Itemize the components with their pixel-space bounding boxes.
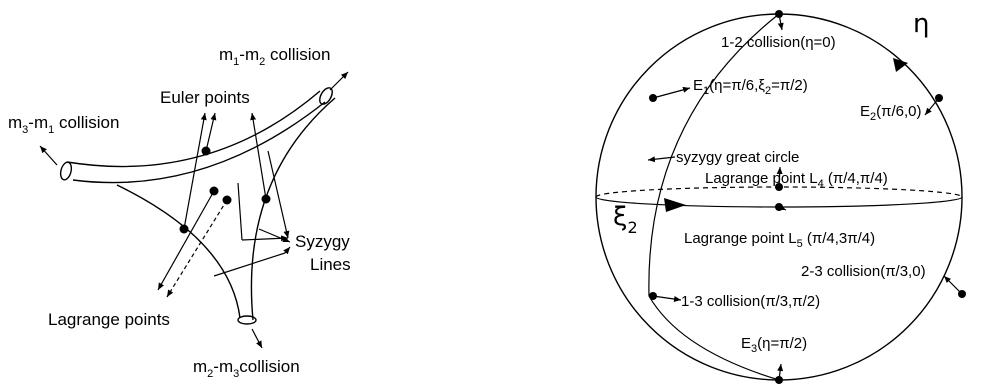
arrow-collision-12 (777, 13, 784, 31)
euler-points-label: Euler points (160, 88, 250, 107)
label-e2: E2(π/6,0) (860, 103, 922, 123)
arrow-collision-13 (652, 295, 682, 302)
coordinate-sphere-diagram: η ξ2 1-2 collision(η=0) E1(η=π/6,ξ2=π/2)… (595, 9, 966, 384)
arrow-e2 (924, 97, 940, 116)
m3m1-collision-label: m3-m1 collision (8, 113, 119, 136)
label-e3: E3(η=π/2) (741, 335, 807, 355)
arrow-l4 (776, 166, 783, 188)
arrow-e1 (652, 86, 691, 99)
syzygy-label-line1: Syzygy (295, 232, 350, 251)
label-syzygy-great-circle: syzygy great circle (676, 149, 799, 166)
syzygy-arrow-3 (283, 246, 291, 255)
m1m2-arrow (329, 71, 349, 91)
lagrange-arrow-dashed (166, 199, 228, 298)
euler-arrow-1 (205, 112, 217, 152)
tube-edge-lower (72, 101, 326, 184)
tube-edge-upper (66, 90, 321, 168)
label-l5: Lagrange point L5 (π/4,3π/4) (684, 230, 875, 250)
sphere-outline (595, 13, 963, 381)
tube-edge-left-lower (116, 184, 241, 319)
label-collision-23: 2-3 collision(π/3,0) (801, 263, 926, 280)
arrow-l5 (778, 204, 787, 211)
syzygy-line-1 (237, 182, 243, 241)
lagrange-arrow-solid (157, 190, 215, 291)
arrow-e3 (777, 363, 784, 381)
euler-arrow-3 (250, 112, 267, 200)
m2m3-arrow (251, 328, 263, 349)
syzygy-line-2 (213, 252, 286, 277)
syzygy-arrow-4 (258, 228, 291, 243)
m1m2-collision-label: m1-m2 collision (219, 45, 330, 68)
tube-edge-right (250, 97, 336, 321)
arrow-syzygy-circle (647, 156, 676, 163)
label-collision-13: 1-3 collision(π/3,π/2) (681, 293, 820, 310)
syzygy-arrow-1 (267, 150, 290, 239)
m2m3-collision-label: m2-m3collision (193, 357, 300, 380)
syzygy-label-line2: Lines (310, 255, 351, 274)
m1m2-tube-end (319, 87, 333, 105)
shape-sphere-diagram: m1-m2 collision m3-m1 collision m2-m3col… (8, 45, 351, 380)
m3m1-arrow (39, 145, 58, 166)
lagrange-points-label: Lagrange points (48, 310, 170, 329)
arrow-collision-23 (943, 275, 963, 295)
xi-symbol: ξ2 (613, 202, 638, 237)
m3m1-tube-end (59, 161, 73, 181)
syzygy-great-circle (648, 13, 780, 381)
eta-symbol: η (913, 9, 929, 39)
xi-direction-arrow (664, 198, 686, 212)
m2m3-tube-end (237, 315, 257, 325)
eta-direction-arrow (893, 58, 908, 72)
label-collision-12: 1-2 collision(η=0) (721, 34, 836, 51)
label-e1: E1(η=π/6,ξ2=π/2) (693, 77, 808, 97)
label-l4: Lagrange point L4 (π/4,π/4) (705, 170, 888, 190)
euler-arrow-2 (183, 112, 207, 230)
